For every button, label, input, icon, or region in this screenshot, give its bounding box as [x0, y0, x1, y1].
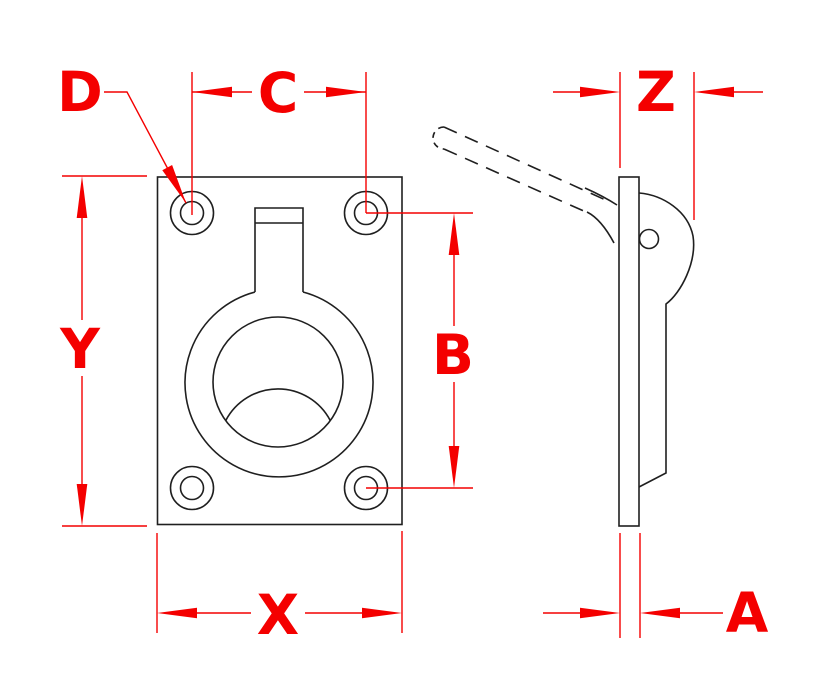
- ring-shank-upper-edge: [584, 187, 618, 206]
- ring-shank-slot: [254, 207, 304, 292]
- dimension-label-x: X: [257, 583, 299, 647]
- faceplate-outline: [156, 176, 403, 526]
- recess-cup-profile: [638, 192, 695, 488]
- arrowhead-left: [580, 607, 620, 619]
- arrowhead-bottom: [76, 484, 88, 526]
- raised-ring-phantom: [432, 126, 611, 213]
- leader-arrowhead: [162, 165, 186, 203]
- arrowhead-top: [76, 176, 88, 218]
- dimension-label-d: D: [57, 60, 103, 124]
- phantom-line-lower: [443, 148, 587, 213]
- dimension-z: [553, 72, 763, 220]
- side-view: [432, 126, 695, 527]
- dimension-label-y: Y: [59, 317, 101, 381]
- arrowhead-right: [640, 607, 680, 619]
- dimension-labels: D C Z Y B X A: [57, 60, 769, 647]
- dimension-y: [62, 175, 147, 527]
- leader-line: [104, 91, 187, 204]
- ring-shank-lower-edge: [586, 211, 615, 244]
- phantom-ring-tip: [432, 126, 445, 150]
- arrowhead-right: [694, 86, 734, 98]
- finger-recess-arc: [224, 388, 332, 421]
- arrowhead-left: [192, 86, 232, 98]
- pull-ring: [212, 316, 344, 448]
- recess-outline: [184, 291, 374, 478]
- screw-hole-counterbore: [169, 465, 215, 511]
- dimension-annotations: [62, 72, 763, 638]
- arrowhead-right: [362, 607, 402, 619]
- arrowhead-bottom: [448, 446, 460, 488]
- arrowhead-left: [580, 86, 620, 98]
- dimension-x: [156, 531, 403, 633]
- dimension-label-b: B: [432, 323, 474, 387]
- arrowhead-left: [157, 607, 197, 619]
- dimension-c: [191, 72, 367, 215]
- screw-hole-bore: [179, 475, 205, 501]
- phantom-line-upper: [443, 126, 611, 203]
- faceplate-edge: [618, 176, 640, 527]
- dimension-label-a: A: [726, 581, 769, 645]
- dimension-d: [104, 91, 187, 204]
- front-view: [156, 176, 403, 526]
- arrowhead-top: [448, 213, 460, 255]
- dimension-b: [366, 212, 473, 489]
- screw-hole-bottom-left: [169, 465, 215, 511]
- arrowhead-right: [326, 86, 366, 98]
- dimension-label-z: Z: [636, 60, 676, 124]
- dimension-a: [543, 533, 723, 638]
- pivot-pin-hole: [638, 228, 660, 250]
- dimension-label-c: C: [258, 61, 298, 125]
